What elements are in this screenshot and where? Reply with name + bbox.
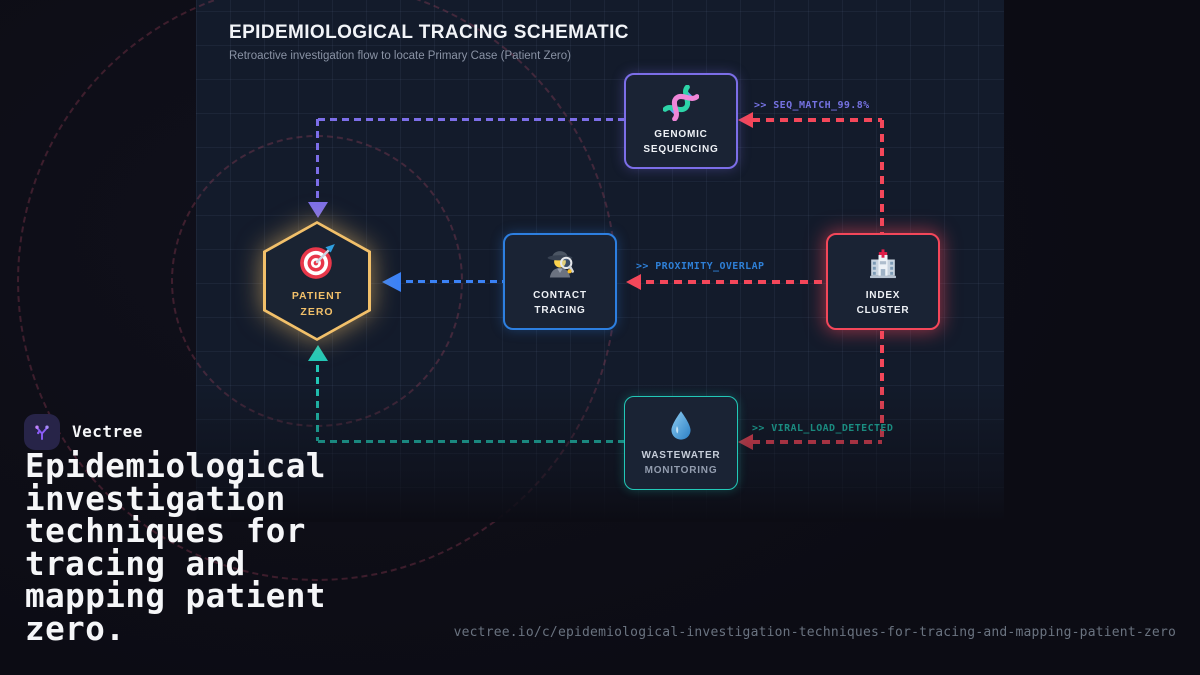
node-label: PATIENT (291, 289, 343, 302)
diagram-subtitle: Retroactive investigation flow to locate… (229, 50, 571, 62)
node-label: TRACING (534, 304, 586, 316)
dna-icon (662, 84, 700, 122)
node-label: INDEX (865, 289, 901, 301)
node-patient-zero: PATIENT ZERO (263, 221, 371, 341)
node-label: WASTEWATER (641, 450, 721, 461)
permalink-url: vectree.io/c/epidemiological-investigati… (453, 625, 1176, 640)
edge-label-seq-match: >> SEQ_MATCH_99.8% (754, 100, 870, 111)
node-wastewater-monitoring: WASTEWATER MONITORING (624, 396, 738, 490)
node-index-cluster: INDEX CLUSTER (826, 233, 940, 330)
node-contact-tracing: CONTACT TRACING (503, 233, 617, 330)
node-label: SEQUENCING (643, 144, 719, 155)
target-icon (298, 243, 336, 281)
node-label: ZERO (300, 305, 334, 318)
node-label: CONTACT (533, 289, 587, 301)
droplet-icon (664, 408, 698, 442)
branch-icon (31, 421, 53, 443)
vectree-logo (24, 414, 60, 450)
diagram-title: EPIDEMIOLOGICAL TRACING SCHEMATIC (229, 22, 629, 43)
hospital-icon (865, 246, 901, 282)
patient-zero-hex-border: PATIENT ZERO (263, 221, 371, 341)
edge-label-proximity: >> PROXIMITY_OVERLAP (636, 261, 765, 272)
edge-label-viral-load: >> VIRAL_LOAD_DETECTED (752, 423, 894, 434)
headline: Epidemiological investigation techniques… (25, 447, 326, 648)
node-label: MONITORING (644, 465, 718, 476)
node-genomic-sequencing: GENOMIC SEQUENCING (624, 73, 738, 169)
brand-name: Vectree (72, 422, 143, 441)
node-label: CLUSTER (856, 304, 910, 316)
node-label: GENOMIC (654, 129, 708, 140)
detective-icon (542, 246, 578, 282)
